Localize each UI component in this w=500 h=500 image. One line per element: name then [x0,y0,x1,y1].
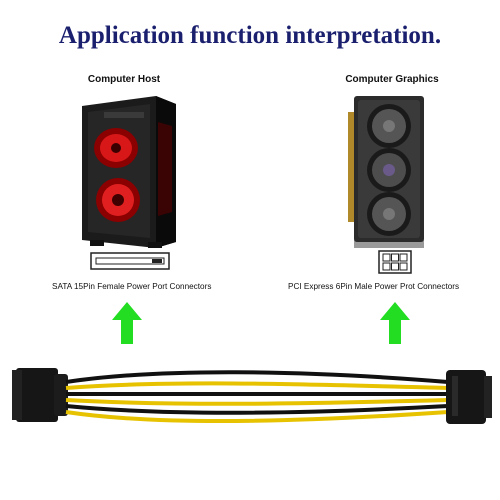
pcie-6pin-port-diagram [378,250,412,274]
sata-caption: SATA 15Pin Female Power Port Connectors [52,282,212,291]
computer-host-label: Computer Host [87,74,161,85]
graphics-card-image [348,96,424,248]
arrow-up-left-icon [112,302,142,344]
computer-case-image [82,96,176,248]
arrow-up-right-icon [380,302,410,344]
computer-graphics-label: Computer Graphics [345,74,439,85]
pcie-caption: PCI Express 6Pin Male Power Prot Connect… [288,282,460,291]
page-title: Application function interpretation. [58,22,442,49]
sata-port-diagram [90,252,170,270]
sata-to-pcie-cable-image [12,368,492,424]
